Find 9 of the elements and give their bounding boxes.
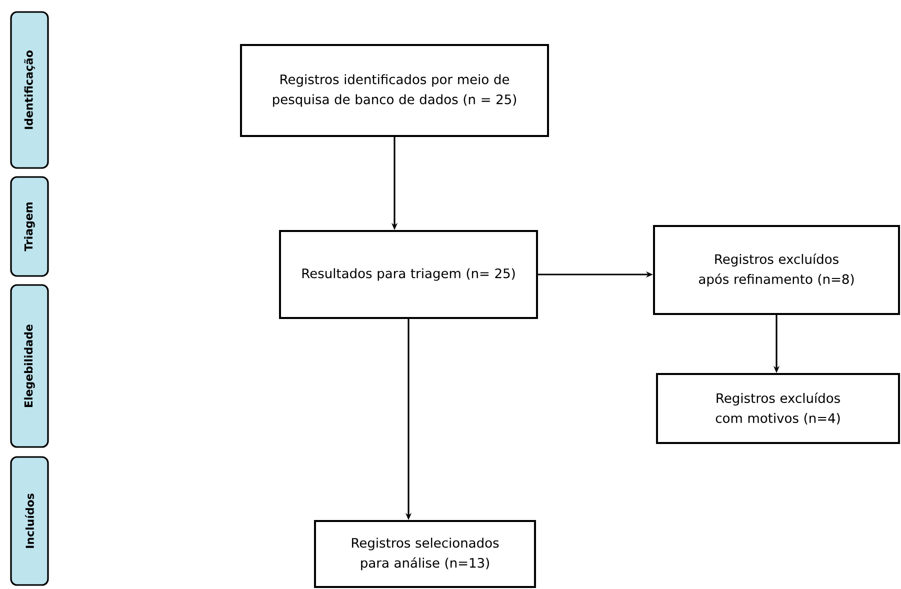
stage-band: Incluídos [10,456,49,586]
process-box: Resultados para triagem (n= 25) [279,230,538,319]
stage-band: Identificação [10,11,49,169]
process-box: Registros excluídos com motivos (n=4) [656,373,900,444]
process-box: Registros excluídos após refinamento (n=8) [653,225,900,315]
stage-band: Triagem [10,176,49,277]
stage-band: Elegebilidade [10,284,49,448]
process-box: Registros identificados por meio de pesquisa de banco de dados (n = 25) [240,44,549,137]
process-box: Registros selecionados para análise (n=13) [314,520,536,588]
